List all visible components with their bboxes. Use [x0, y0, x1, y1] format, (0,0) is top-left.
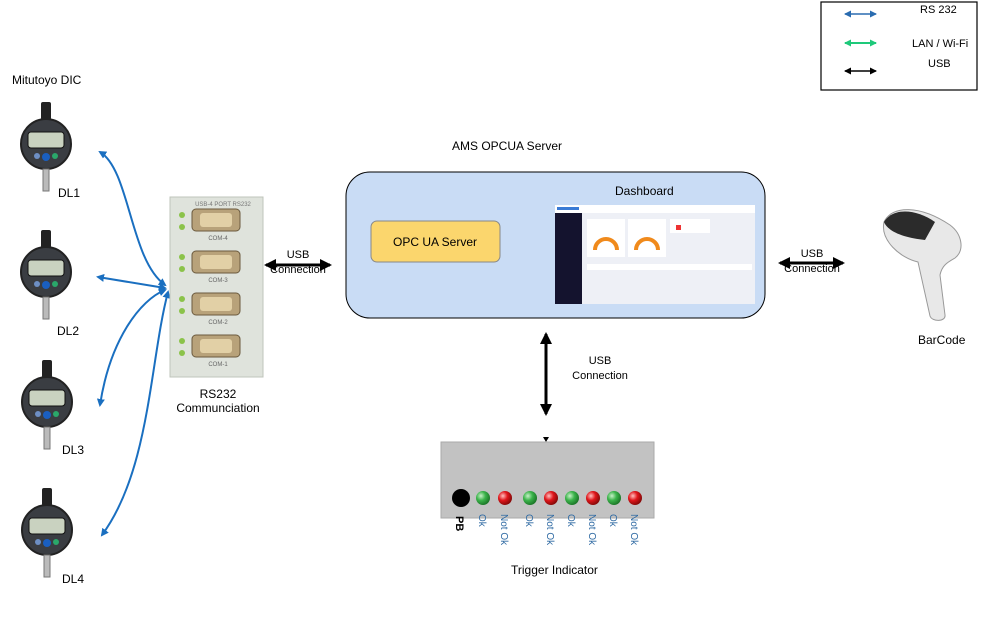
com-port: COM-1: [179, 334, 241, 368]
bottom-usb-label-2: Connection: [572, 370, 628, 382]
not-ok-led: [498, 491, 512, 505]
not-ok-led: [628, 491, 642, 505]
opc-ua-server-box: [370, 220, 501, 263]
dl3-label: DL3: [62, 443, 84, 457]
led-label: Not Ok: [628, 514, 639, 546]
rs232-link-dl1: [98, 150, 167, 287]
com-port-label: COM-1: [208, 362, 228, 368]
rs232-link-dl3: [96, 288, 167, 407]
led-label: Ok: [565, 514, 576, 528]
pb-label: PB: [453, 516, 465, 531]
not-ok-led: [544, 491, 558, 505]
com-port-label: COM-3: [208, 278, 228, 284]
rs232-label-line2: Communciation: [176, 401, 259, 415]
led-label: Not Ok: [498, 514, 509, 546]
server-title: AMS OPCUA Server: [452, 139, 562, 153]
dl1-label: DL1: [58, 186, 80, 200]
left-usb-label-2: Connection: [270, 264, 326, 276]
ok-led: [607, 491, 621, 505]
dashboard-label: Dashboard: [615, 184, 674, 198]
rs232-link-dl2: [96, 274, 167, 291]
legend-lan-label: LAN / Wi-Fi: [912, 38, 968, 50]
dial-indicator-dl1: [20, 101, 72, 192]
right-usb-label-1: USB: [801, 248, 824, 260]
com-port: COM-4: [179, 208, 241, 242]
com-port-label: COM-4: [208, 236, 228, 242]
push-button[interactable]: [452, 489, 470, 507]
com-port-label: COM-2: [208, 320, 228, 326]
ok-led: [565, 491, 579, 505]
rs232-link-dl4: [100, 290, 171, 537]
led-label: Ok: [523, 514, 534, 528]
legend-rs232-label: RS 232: [920, 4, 957, 16]
legend-usb-label: USB: [928, 58, 951, 70]
connector-marker: [543, 437, 549, 442]
dial-indicator-dl3: [21, 359, 73, 450]
barcode-scanner-icon: [883, 209, 962, 321]
legend: RS 232 LAN / Wi-Fi USB: [820, 1, 978, 91]
led-label: Not Ok: [586, 514, 597, 546]
dl2-label: DL2: [57, 324, 79, 338]
left-usb-label-1: USB: [287, 249, 310, 261]
ok-led: [476, 491, 490, 505]
rs232-links: [96, 150, 171, 537]
dl4-label: DL4: [62, 572, 84, 586]
ok-led: [523, 491, 537, 505]
opc-ua-server-label: OPC UA Server: [393, 235, 477, 249]
com-port: COM-2: [179, 292, 241, 326]
trigger-box: [440, 441, 655, 519]
board-title: USB-4 PORT RS232: [195, 202, 251, 208]
led-label: Ok: [607, 514, 618, 528]
dial-indicator-dl2: [20, 229, 72, 320]
led-label: Ok: [476, 514, 487, 528]
dashboard-thumbnail: [555, 205, 755, 304]
com-port: COM-3: [179, 250, 241, 284]
led-label: Not Ok: [544, 514, 555, 546]
bottom-usb-label-1: USB: [589, 355, 612, 367]
trigger-label: Trigger Indicator: [511, 563, 598, 577]
rs232-label-line1: RS232: [200, 387, 237, 401]
not-ok-led: [586, 491, 600, 505]
dial-indicator-dl4: [21, 487, 73, 578]
barcode-label: BarCode: [918, 333, 966, 347]
devices-title: Mitutoyo DIC: [12, 73, 82, 87]
right-usb-label-2: Connection: [784, 263, 840, 275]
